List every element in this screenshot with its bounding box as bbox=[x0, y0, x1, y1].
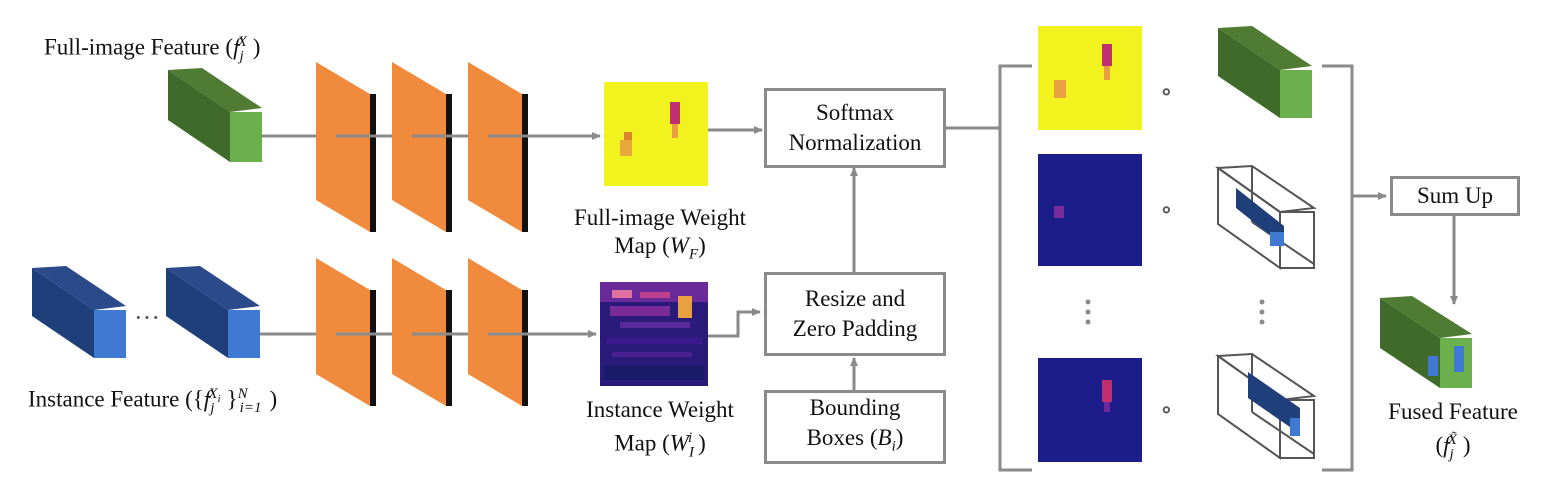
instance-feature-label: Instance Feature ({fjXi}Ni=1) bbox=[28, 386, 278, 417]
instance-feature-cube-1 bbox=[32, 266, 126, 358]
full-image-feature-label: Full-image Feature (fjX) bbox=[44, 34, 261, 65]
instance-weight-map bbox=[600, 282, 708, 386]
conv-layer-bottom-2 bbox=[392, 258, 452, 406]
instance-feature-cube-2 bbox=[166, 266, 260, 358]
arrow-to-resize bbox=[708, 308, 761, 338]
hadamard-operator-2: ∘ bbox=[1160, 195, 1173, 224]
full-image-weight-map bbox=[604, 82, 708, 186]
conv-layer-bottom-1 bbox=[316, 258, 376, 406]
hadamard-operator-3: ∘ bbox=[1160, 395, 1173, 424]
fused-feature-cube bbox=[1380, 296, 1472, 388]
fused-feature-label: Fused Feature (fjX̃) bbox=[1388, 399, 1518, 463]
full-image-feature-cube bbox=[168, 68, 262, 162]
normalized-instance-weight-map-1 bbox=[1038, 154, 1142, 266]
normalized-instance-weight-map-n bbox=[1038, 358, 1142, 462]
normalized-full-weight-map bbox=[1038, 26, 1142, 130]
instance-ellipsis: ··· bbox=[134, 303, 160, 332]
instance-feature-wireframe-1 bbox=[1215, 164, 1317, 270]
conv-layer-top-3 bbox=[468, 62, 528, 232]
hadamard-operator-1: ∘ bbox=[1160, 77, 1173, 106]
full-feature-cube-right bbox=[1218, 26, 1312, 118]
bounding-boxes-box: Bounding Boxes (Bi) bbox=[764, 390, 946, 464]
instance-weight-map-label: Instance Weight Map (WIi) bbox=[586, 397, 734, 461]
conv-layer-top-1 bbox=[316, 62, 376, 232]
resize-zero-padding-box: Resize and Zero Padding bbox=[764, 272, 946, 356]
sum-up-box: Sum Up bbox=[1390, 176, 1520, 216]
instance-feature-wireframe-n bbox=[1215, 352, 1317, 460]
conv-layer-top-2 bbox=[392, 62, 452, 232]
full-image-weight-map-label: Full-image Weight Map (WF) bbox=[573, 205, 747, 263]
vertical-ellipsis-maps bbox=[1085, 299, 1091, 325]
left-bracket bbox=[998, 64, 1032, 472]
conv-layer-bottom-3 bbox=[468, 258, 528, 406]
right-bracket bbox=[1322, 64, 1354, 472]
vertical-ellipsis-features bbox=[1259, 299, 1265, 325]
softmax-normalization-box: Softmax Normalization bbox=[764, 88, 946, 168]
